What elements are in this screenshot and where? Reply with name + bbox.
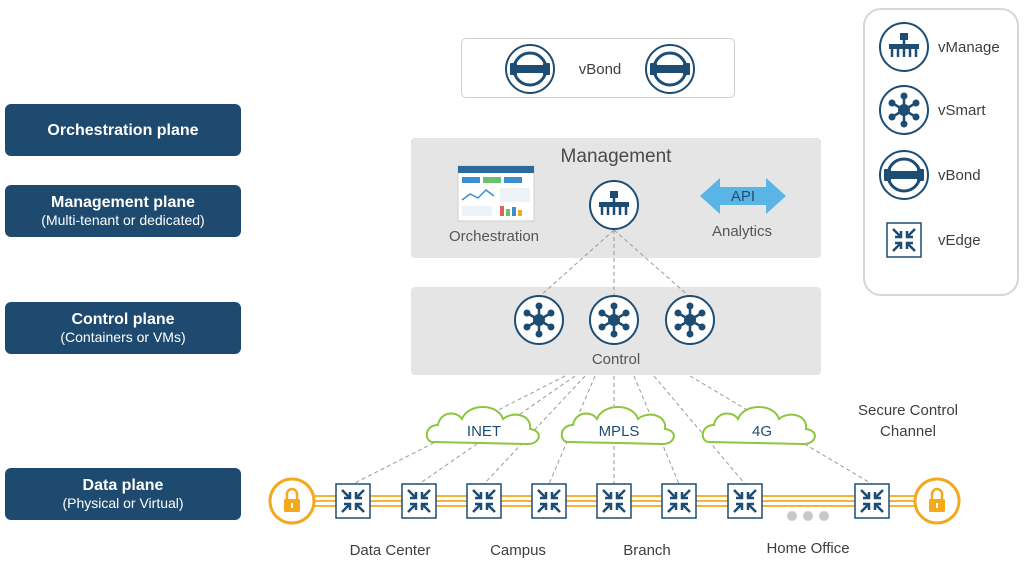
site-label: Branch (623, 542, 671, 559)
vedge-icon (400, 482, 438, 520)
orchestration-label: Orchestration (449, 228, 539, 245)
plane-title: Control plane (71, 311, 175, 328)
management-title: Management (561, 146, 673, 167)
vedge-icon (465, 482, 503, 520)
site-label: Data Center (350, 542, 431, 559)
vedge-icon (726, 482, 764, 520)
transport-label: MPLS (599, 423, 640, 440)
api-arrow-icon: API (700, 178, 786, 214)
secure-channel-label-line2: Channel (880, 423, 936, 440)
vedge-icon (595, 482, 633, 520)
plane-title: Orchestration plane (47, 121, 199, 139)
plane-subtitle: (Physical or Virtual) (62, 495, 184, 511)
legend-vmanage-icon (878, 21, 930, 73)
legend-vsmart-icon (878, 84, 930, 136)
vedge-icon (334, 482, 372, 520)
lock-icon (913, 477, 961, 525)
vmanage-icon (588, 179, 640, 231)
control-label: Control (592, 351, 640, 368)
control-plane-label: Control plane (Containers or VMs) (5, 302, 241, 354)
vsmart-icon (588, 294, 640, 346)
orchestration-plane-label: Orchestration plane (5, 104, 241, 156)
site-label: Campus (490, 542, 546, 559)
api-label: API (731, 188, 755, 205)
vsmart-icon (513, 294, 565, 346)
transport-label: 4G (752, 423, 772, 440)
secure-channel-label-line1: Secure Control (858, 402, 958, 419)
dashboard-thumbnail-icon (457, 165, 535, 222)
legend-label: vBond (938, 167, 981, 184)
legend-label: vSmart (938, 102, 986, 119)
cloud-mpls: MPLS (560, 406, 675, 445)
vedge-icon (660, 482, 698, 520)
vbond-label: vBond (579, 61, 622, 78)
vedge-icon (530, 482, 568, 520)
site-label: Home Office (766, 540, 849, 557)
plane-title: Data plane (82, 477, 164, 494)
analytics-label: Analytics (712, 223, 772, 240)
legend-label: vManage (938, 39, 1000, 56)
plane-subtitle: (Multi-tenant or dedicated) (41, 212, 205, 228)
cloud-4g: 4G (701, 406, 816, 445)
legend-label: vEdge (938, 232, 981, 249)
plane-title: Management plane (50, 194, 196, 211)
vedge-icon (853, 482, 891, 520)
management-plane-label: Management plane (Multi-tenant or dedica… (5, 185, 241, 237)
vsmart-icon (664, 294, 716, 346)
transport-label: INET (467, 423, 501, 440)
vbond-icon (644, 43, 696, 95)
vbond-icon (504, 43, 556, 95)
data-plane-label: Data plane (Physical or Virtual) (5, 468, 241, 520)
plane-subtitle: (Containers or VMs) (60, 329, 186, 345)
lock-icon (268, 477, 316, 525)
more-devices-ellipsis-icon (787, 511, 829, 521)
legend-vedge-icon (885, 221, 923, 259)
legend-vbond-icon (878, 149, 930, 201)
cloud-inet: INET (425, 406, 540, 445)
